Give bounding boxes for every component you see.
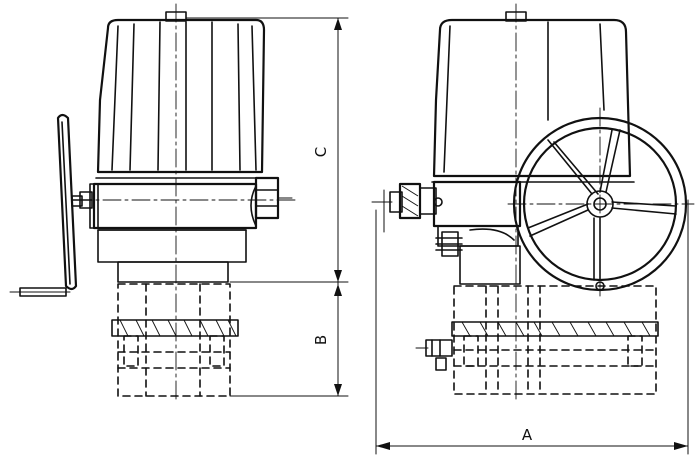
side-view-motor-cover: [95, 11, 266, 185]
front-view-gearbox-body: [432, 180, 522, 285]
dimension-lines: [185, 17, 689, 455]
side-view-handwheel: [9, 113, 83, 297]
side-view-gearbox-body: [71, 176, 293, 283]
dimension-label-a: A: [522, 426, 533, 444]
side-view: [9, 3, 297, 401]
front-view-coupling-adapter: [415, 285, 659, 395]
dimension-label-b: B: [312, 335, 330, 345]
front-view: [371, 3, 695, 401]
front-view-handwheel: [507, 107, 695, 297]
front-view-cable-gland: [371, 182, 443, 233]
side-view-coupling-adapter: [111, 283, 239, 397]
dimension-label-c: C: [312, 147, 330, 157]
front-view-motor-cover: [431, 11, 635, 183]
